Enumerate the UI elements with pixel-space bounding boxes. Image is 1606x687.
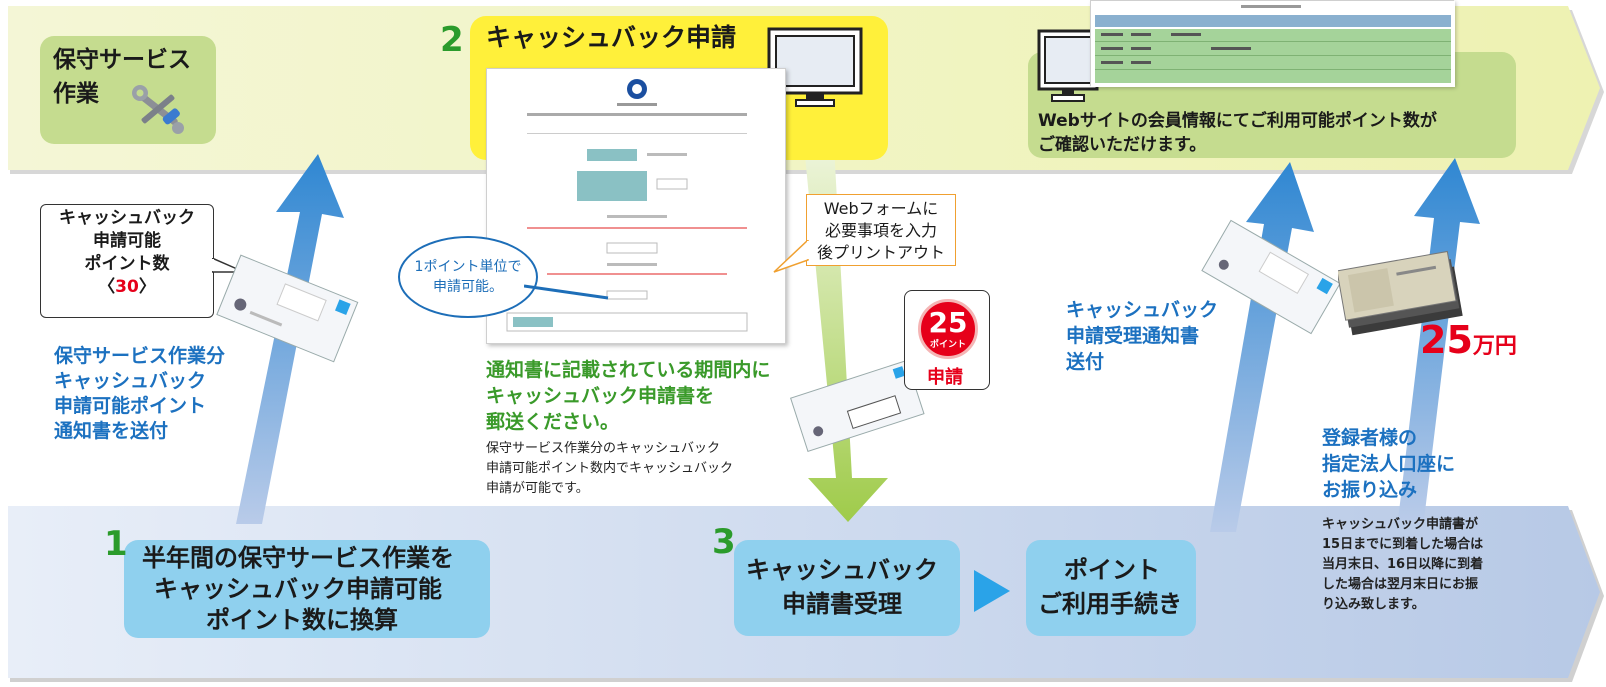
apply-points-unit: ポイント <box>929 340 966 350</box>
send-notice-line4: 通知書を送付 <box>54 420 169 442</box>
webform-callout-tail <box>773 240 811 273</box>
step1-number: 1 <box>104 524 128 564</box>
point-procedure-box: ポイント ご利用手続き <box>1026 540 1196 636</box>
application-form-preview <box>486 68 786 344</box>
payment-value: 25 <box>1420 318 1473 362</box>
up-arrow-right-2 <box>1398 158 1480 520</box>
send-notice-line2: キャッシュバック <box>54 370 207 392</box>
webform-line1: Webフォームに <box>823 199 939 218</box>
send-notice-line3: 申請可能ポイント <box>54 395 207 417</box>
acceptance-line3: 送付 <box>1066 351 1105 373</box>
member-info-screenshot <box>1090 0 1455 87</box>
envelope-icon <box>216 254 359 363</box>
points-close-bracket: 〉 <box>138 277 156 297</box>
apply-label: 申請 <box>927 367 963 388</box>
apply-points: 25 <box>928 306 968 339</box>
payment-note-line1: キャッシュバック申請書が <box>1322 517 1479 532</box>
money-stack-icon <box>1338 250 1463 336</box>
mail-note-line1: 保守サービス作業分のキャッシュバック <box>486 441 721 456</box>
step1-line2: キャッシュバック申請可能 <box>154 575 442 603</box>
point-proc-line2: ご利用手続き <box>1038 590 1182 618</box>
mail-instruction-line1: 通知書に記載されている期間内に <box>486 359 771 381</box>
payment-amount: 25万円 <box>1420 318 1517 362</box>
point-unit-line1: 1ポイント単位で <box>414 259 522 275</box>
maintenance-label-line1: 保守サービス <box>53 47 191 73</box>
step1-line3: ポイント数に換算 <box>206 606 398 634</box>
send-notice-line1: 保守サービス作業分 <box>54 345 226 367</box>
payment-note-line3: 当月末日、16日以降に到着 <box>1322 557 1484 572</box>
step2-number: 2 <box>440 20 464 60</box>
cashback-points-card: キャッシュバック 申請可能 ポイント数 〈30〉 <box>40 204 214 318</box>
envelope-acceptance-icon <box>1201 219 1341 335</box>
points-card-line2: 申請可能 <box>93 231 161 251</box>
website-info-line1: Webサイトの会員情報にてご利用可能ポイント数が <box>1038 111 1437 131</box>
points-open-bracket: 〈 <box>98 277 116 297</box>
wrench-screwdriver-icon <box>132 85 184 134</box>
up-arrow-right-1 <box>1210 162 1314 532</box>
acceptance-line2: 申請受理通知書 <box>1066 325 1200 347</box>
point-unit-bubble: 1ポイント単位で 申請可能。 <box>398 236 538 318</box>
acceptance-line1: キャッシュバック <box>1066 299 1219 321</box>
points-value: 30 <box>115 277 139 297</box>
step3-line1: キャッシュバック <box>746 556 938 584</box>
payment-unit: 万円 <box>1472 334 1517 359</box>
points-card-value-row: 〈30〉 <box>41 276 213 299</box>
transfer-line1: 登録者様の <box>1322 427 1418 449</box>
payment-note-line4: した場合は翌月末日にお振 <box>1322 577 1479 592</box>
point-unit-line2: 申請可能。 <box>433 279 503 295</box>
mail-note-line3: 申請が可能です。 <box>486 481 589 496</box>
transfer-line3: お振り込み <box>1322 479 1418 501</box>
step3-number: 3 <box>712 522 736 562</box>
step1-box: 半年間の保守サービス作業を キャッシュバック申請可能 ポイント数に換算 <box>124 540 490 638</box>
step3-line2: 申請書受理 <box>782 590 902 618</box>
monitor-small-icon <box>1037 29 1099 102</box>
bubble-pointer <box>524 284 609 300</box>
triangle-next-icon <box>974 570 1010 612</box>
maintenance-service-box: 保守サービス 作業 <box>40 36 216 144</box>
webform-callout: Webフォームに 必要事項を入力 後プリントアウト <box>806 194 956 266</box>
step2-title: キャッシュバック申請 <box>486 23 737 52</box>
mail-note-line2: 申請可能ポイント数内でキャッシュバック <box>486 461 734 476</box>
points-card-line1: キャッシュバック <box>59 208 195 228</box>
webform-line2: 必要事項を入力 <box>824 221 937 240</box>
payment-note-line5: り込み致します。 <box>1322 597 1425 612</box>
apply-badge: 25 ポイント 申請 <box>904 290 990 390</box>
points-coin: 25 ポイント <box>918 299 978 359</box>
maintenance-label-line2: 作業 <box>53 81 99 107</box>
step1-line1: 半年間の保守サービス作業を <box>142 544 454 572</box>
transfer-line2: 指定法人口座に <box>1322 453 1456 475</box>
points-card-line3: ポイント数 <box>84 254 170 274</box>
payment-note-line2: 15日までに到着した場合は <box>1322 537 1484 552</box>
mail-instruction-line3: 郵送ください。 <box>486 411 620 433</box>
point-proc-line1: ポイント <box>1064 556 1160 584</box>
webform-line3: 後プリントアウト <box>816 243 945 262</box>
step3-box: キャッシュバック 申請書受理 <box>734 540 960 636</box>
mail-instruction-line2: キャッシュバック申請書を <box>486 385 715 407</box>
website-info-line2: ご確認いただけます。 <box>1038 135 1207 155</box>
